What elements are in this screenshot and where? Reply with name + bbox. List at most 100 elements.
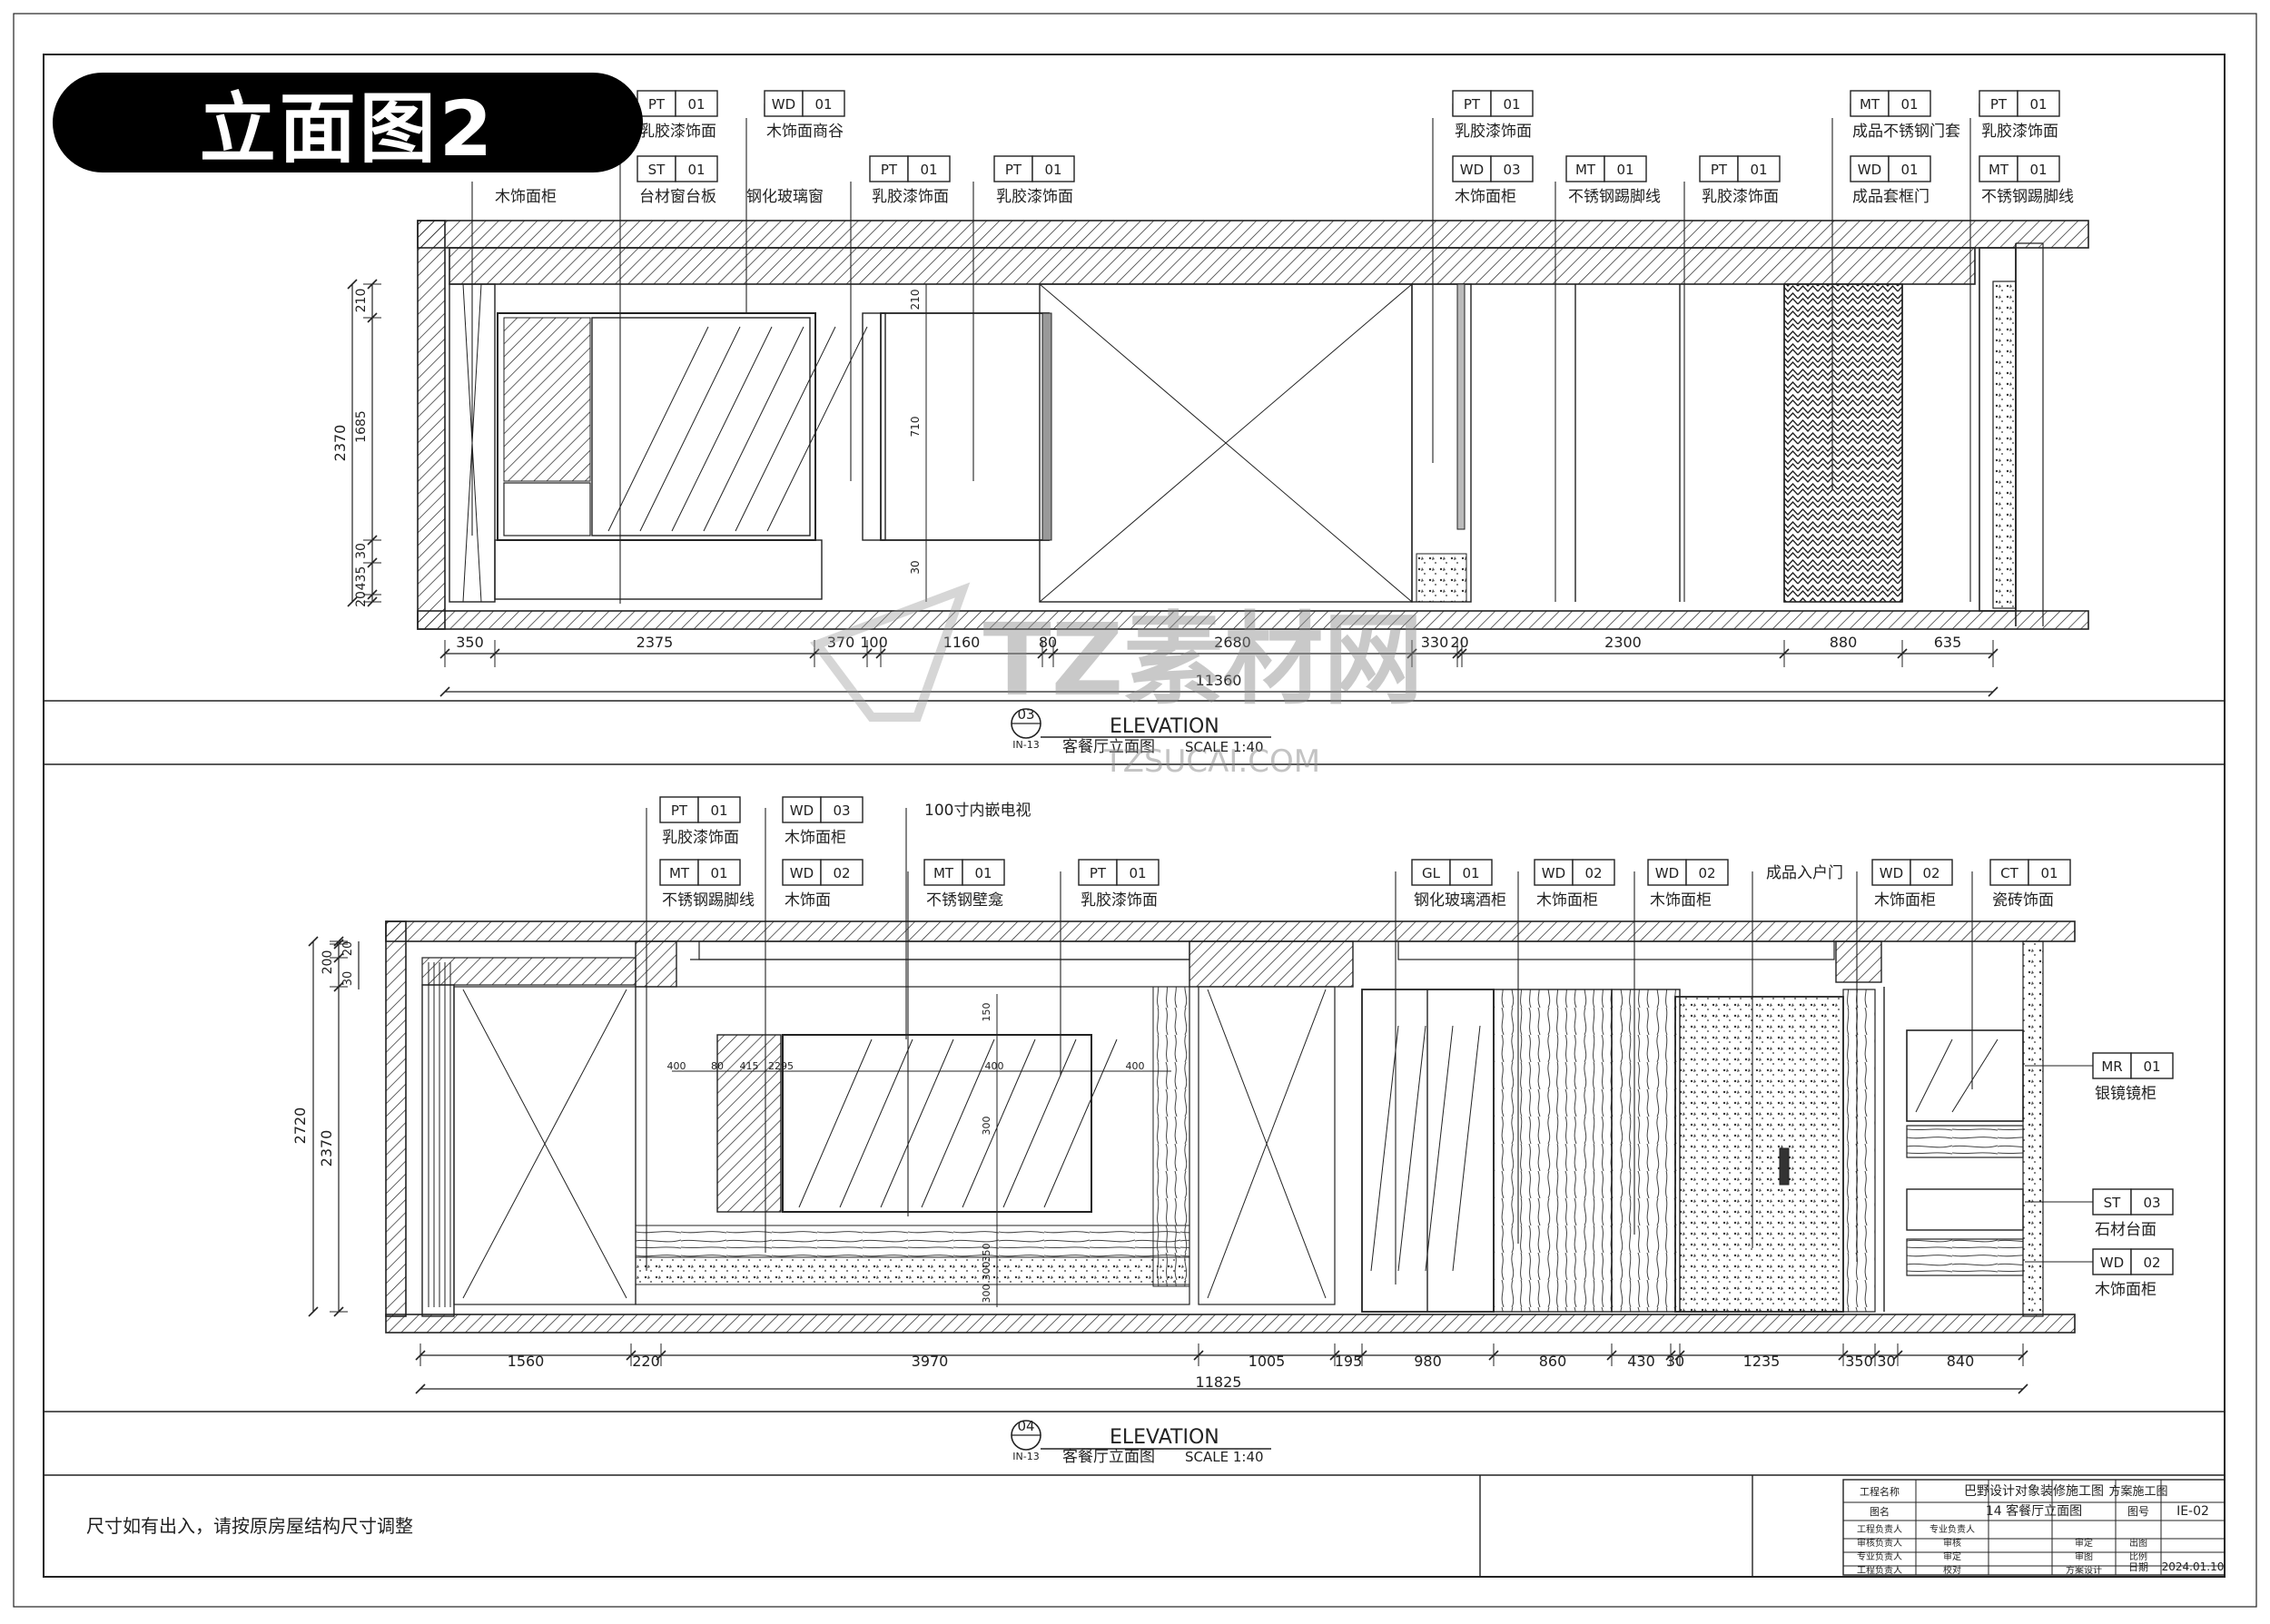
line xyxy=(639,326,741,532)
tag-code-box xyxy=(869,155,909,182)
tag-code-box xyxy=(764,90,804,117)
tag-num-box xyxy=(697,859,741,886)
line xyxy=(1456,648,1467,659)
tag-code: PT xyxy=(1990,96,2008,113)
line xyxy=(1037,648,1048,659)
tag-num-box xyxy=(2028,859,2071,886)
elev1-dim-7: 330 xyxy=(1421,634,1449,651)
line xyxy=(1452,648,1463,659)
tag-num: 01 xyxy=(2143,1058,2160,1075)
e2-recess xyxy=(698,940,1190,960)
elev2-scale: SCALE 1:40 xyxy=(1185,1449,1264,1465)
ceiling-band xyxy=(417,220,2089,249)
tb-no-label: 图号 xyxy=(2127,1505,2149,1518)
tag-label: 木饰面柜 xyxy=(1536,891,1598,910)
cabinet-plinth xyxy=(1416,553,1467,603)
line xyxy=(415,1383,426,1394)
line xyxy=(1207,989,1327,1299)
elev2-tv-dim-3: 2295 xyxy=(768,1060,794,1072)
elev2-dim-3: 1005 xyxy=(1248,1353,1286,1370)
elev2-dim-5: 980 xyxy=(1414,1353,1442,1370)
e2-wood-strip xyxy=(1152,986,1190,1287)
elev1-vdim-1: 1685 xyxy=(354,410,369,443)
line xyxy=(347,596,358,607)
elev1-dim-6: 2680 xyxy=(1214,634,1251,651)
line xyxy=(1370,1025,1399,1272)
elev1-circle-num: 03 xyxy=(1017,706,1034,723)
tag-num: 03 xyxy=(1503,162,1520,178)
tag-code-box xyxy=(1871,859,1911,886)
e2-mirror-band xyxy=(1906,1125,2024,1158)
tag-label: 木饰面 xyxy=(785,891,831,910)
elev2-tv-dim-5: 400 xyxy=(1126,1060,1145,1072)
elev1-dim-8: 20 xyxy=(1450,634,1468,651)
watermark-logo-icon xyxy=(809,582,971,722)
elev1-vdim-0: 210 xyxy=(354,289,369,313)
e2-entry-door xyxy=(1674,996,1844,1313)
tag-code-box xyxy=(637,90,676,117)
tag-label: 台材窗台板 xyxy=(639,188,716,206)
line xyxy=(703,326,804,532)
line xyxy=(1870,1350,1880,1361)
elev2-tv-dim-1: 80 xyxy=(711,1060,724,1072)
elev2-dim-2: 3970 xyxy=(912,1353,949,1370)
tag-code: ST xyxy=(2104,1195,2122,1211)
tb-no: IE-02 xyxy=(2176,1504,2209,1519)
elev2-vdim-2: 30 xyxy=(341,971,355,987)
elev2-vdim-1: 200 xyxy=(321,950,335,975)
elev2-circle xyxy=(1011,1420,1041,1451)
tag-code-box xyxy=(1979,155,2018,182)
tag-code: WD xyxy=(1880,865,1903,881)
line xyxy=(880,1038,954,1208)
tb-date: 2024.01.10 xyxy=(2162,1560,2225,1573)
tag-label: 石材台面 xyxy=(2095,1221,2156,1239)
line xyxy=(671,326,773,532)
tag-num: 01 xyxy=(1900,96,1918,113)
line xyxy=(1606,1350,1617,1361)
tag-num: 01 xyxy=(710,865,727,881)
tag-label: 木饰面商谷 xyxy=(766,123,844,141)
elev2-dim-11: 30 xyxy=(1877,1353,1895,1370)
e2-left-wall xyxy=(385,920,407,1317)
title-block xyxy=(1842,1479,2226,1576)
elev2-dim-0: 1560 xyxy=(508,1353,545,1370)
tag-code-box xyxy=(659,796,699,823)
tag-num-box xyxy=(1888,90,1931,117)
tag-num: 01 xyxy=(1750,162,1767,178)
e2-beam-3 xyxy=(1835,940,1882,983)
e2-recess-2 xyxy=(1397,940,1835,960)
tag-label: 木饰面柜 xyxy=(2095,1281,2156,1299)
sheet-badge: 立面图2 xyxy=(53,73,643,173)
tag-num: 01 xyxy=(2029,162,2047,178)
tag-code-box xyxy=(1452,155,1492,182)
right-column-fill xyxy=(1992,281,2017,609)
tag-num: 01 xyxy=(2040,865,2058,881)
watermark-url: TZSUCAI.COM xyxy=(1103,743,1320,780)
elev2-tv-v-3: 300 xyxy=(981,1262,992,1281)
tag-num: 02 xyxy=(2143,1255,2160,1271)
e2-wood-low xyxy=(1906,1238,2024,1276)
line xyxy=(1043,1038,1118,1208)
tag-code: WD xyxy=(1460,162,1484,178)
elev1-dim-9: 2300 xyxy=(1604,634,1642,651)
line xyxy=(1452,1025,1481,1272)
tag-code: WD xyxy=(2100,1255,2124,1271)
watermark-brand: TZ素材网 xyxy=(983,602,1424,718)
tag-code: MT xyxy=(1860,96,1880,113)
panel-edge xyxy=(1041,312,1052,541)
e2-mirror xyxy=(1906,1029,2024,1122)
line xyxy=(766,326,868,532)
tag-num: 02 xyxy=(1698,865,1715,881)
line xyxy=(1002,1038,1077,1208)
bulkhead xyxy=(449,247,1976,285)
